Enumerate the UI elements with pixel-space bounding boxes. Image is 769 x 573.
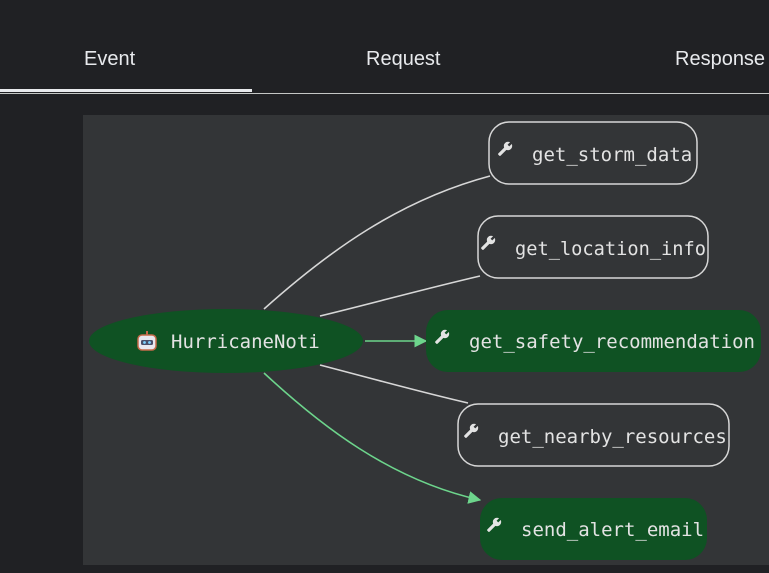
wrench-icon bbox=[435, 329, 450, 344]
tab-request[interactable]: Request bbox=[366, 48, 441, 70]
wrench-icon bbox=[498, 141, 513, 156]
edge-to-send-alert-email bbox=[263, 372, 482, 504]
tool-label: get_nearby_resources bbox=[498, 426, 727, 448]
agent-label: HurricaneNoti bbox=[171, 331, 320, 353]
tool-node-get-nearby-resources[interactable]: get_nearby_resources bbox=[457, 403, 730, 467]
tool-node-send-alert-email[interactable]: send_alert_email bbox=[480, 498, 707, 560]
wrench-icon bbox=[464, 423, 479, 438]
edge-to-get-nearby-resources bbox=[319, 364, 469, 404]
edge-to-get-storm-data bbox=[263, 175, 491, 310]
edge-to-get-location-info bbox=[319, 275, 481, 317]
robot-icon bbox=[137, 331, 157, 351]
tab-response[interactable]: Response bbox=[675, 48, 766, 70]
tool-label: get_storm_data bbox=[532, 144, 692, 166]
tool-label: get_location_info bbox=[515, 238, 706, 260]
tab-event[interactable]: Event bbox=[84, 48, 136, 70]
tab-bar: Event Request Response bbox=[0, 0, 769, 94]
tool-label: send_alert_email bbox=[521, 519, 704, 541]
wrench-icon bbox=[487, 517, 502, 532]
agent-node[interactable]: HurricaneNoti bbox=[89, 309, 363, 373]
tool-node-get-safety-recommendation[interactable]: get_safety_recommendation bbox=[426, 310, 761, 372]
tool-node-get-location-info[interactable]: get_location_info bbox=[477, 215, 709, 279]
tool-label: get_safety_recommendation bbox=[469, 331, 755, 353]
active-tab-indicator bbox=[0, 89, 252, 92]
tool-node-get-storm-data[interactable]: get_storm_data bbox=[488, 121, 698, 185]
wrench-icon bbox=[481, 235, 496, 250]
